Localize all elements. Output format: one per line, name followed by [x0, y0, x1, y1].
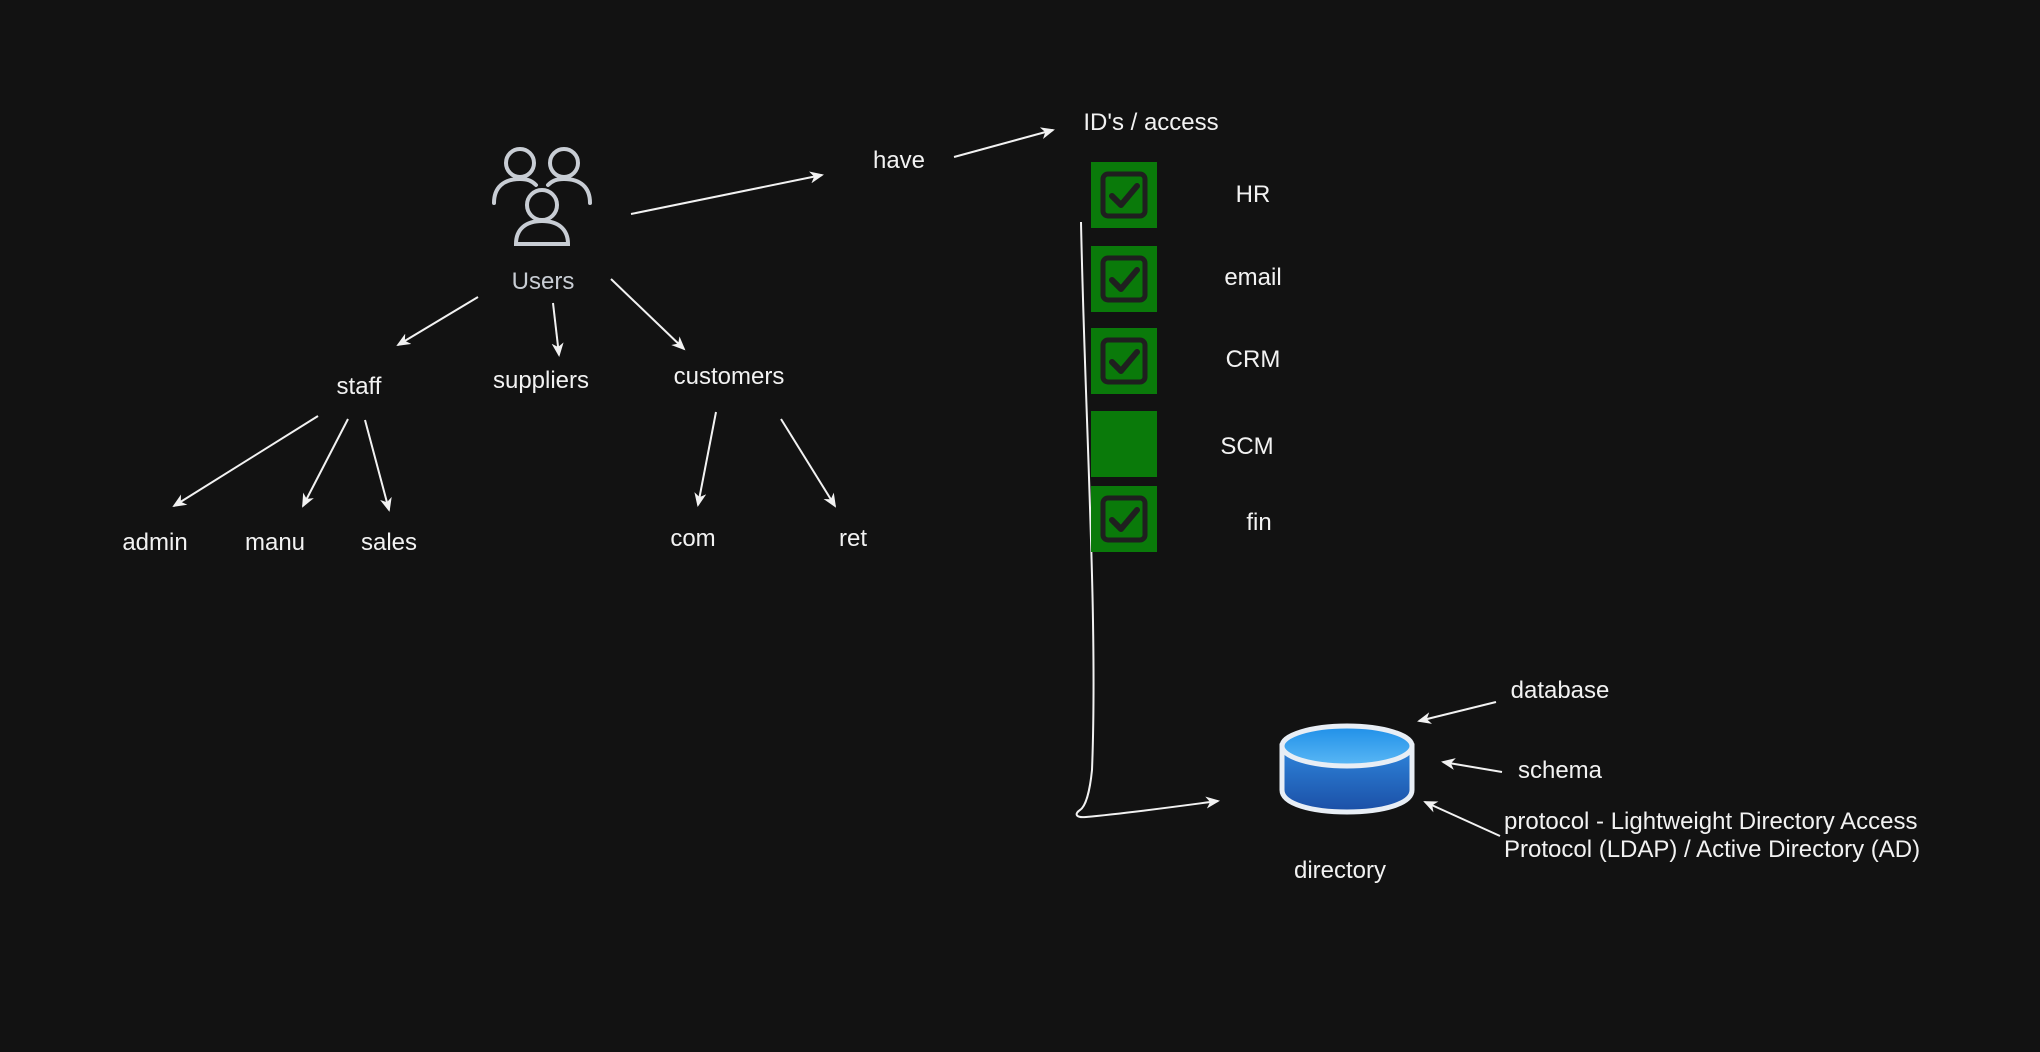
access-checkbox-scm[interactable] — [1091, 411, 1157, 477]
checkbox-frame — [1100, 495, 1148, 543]
edge-staff-to-sales — [364, 419, 392, 512]
com-label: com — [670, 525, 716, 552]
access-label-fin: fin — [1246, 509, 1272, 536]
ids-access-label: ID's / access — [1083, 109, 1219, 136]
manu-label: manu — [244, 529, 306, 556]
checkbox-graphic — [1091, 162, 1157, 228]
edge-database-to-directory — [1417, 701, 1497, 724]
access-label-scm: SCM — [1220, 433, 1274, 460]
edge-users-to-have — [630, 171, 824, 215]
checkbox-frame — [1100, 171, 1148, 219]
checkbox-graphic — [1091, 328, 1157, 394]
access-checkbox-fin[interactable] — [1091, 486, 1157, 552]
check-mark-icon — [1109, 507, 1140, 532]
sales-label: sales — [360, 529, 418, 556]
ret-label: ret — [838, 525, 868, 552]
directory-label: directory — [1293, 857, 1387, 884]
checkbox-graphic — [1091, 411, 1157, 477]
edge-customers-to-ret — [780, 418, 837, 508]
users-group-icon — [492, 143, 592, 247]
access-checkbox-email[interactable] — [1091, 246, 1157, 312]
edge-protocol-to-directory — [1423, 801, 1501, 837]
access-label-email: email — [1224, 264, 1282, 291]
edge-have-to-ids-access — [953, 127, 1055, 158]
have-label: have — [872, 147, 926, 174]
access-checkbox-crm[interactable] — [1091, 328, 1157, 394]
access-label-hr: HR — [1235, 181, 1271, 208]
staff-label: staff — [336, 373, 382, 400]
database-label: database — [1510, 677, 1610, 704]
edge-users-to-suppliers — [551, 302, 564, 357]
checkbox-graphic — [1091, 486, 1157, 552]
admin-label: admin — [122, 529, 188, 556]
access-label-crm: CRM — [1225, 346, 1281, 373]
check-mark-icon — [1109, 183, 1140, 208]
edge-staff-to-admin — [172, 415, 319, 508]
users-label: Users — [511, 268, 575, 295]
edge-customers-to-com — [694, 411, 717, 507]
customers-label: customers — [673, 363, 785, 390]
edge-users-to-customers — [610, 278, 686, 351]
checkbox-frame — [1100, 255, 1148, 303]
database-cylinder-icon — [1278, 722, 1416, 816]
check-mark-icon — [1109, 349, 1140, 374]
suppliers-label: suppliers — [492, 367, 590, 394]
edge-schema-to-directory — [1441, 758, 1503, 773]
edge-users-to-staff — [396, 296, 479, 347]
access-checkbox-hr[interactable] — [1091, 162, 1157, 228]
edge-access-to-directory — [1075, 221, 1220, 819]
schema-label: schema — [1517, 757, 1603, 784]
check-mark-icon — [1109, 267, 1140, 292]
edge-staff-to-manu — [302, 418, 349, 508]
protocol-label: protocol - Lightweight Directory Access … — [1504, 808, 1921, 863]
checkbox-graphic — [1091, 246, 1157, 312]
checkbox-frame — [1100, 337, 1148, 385]
